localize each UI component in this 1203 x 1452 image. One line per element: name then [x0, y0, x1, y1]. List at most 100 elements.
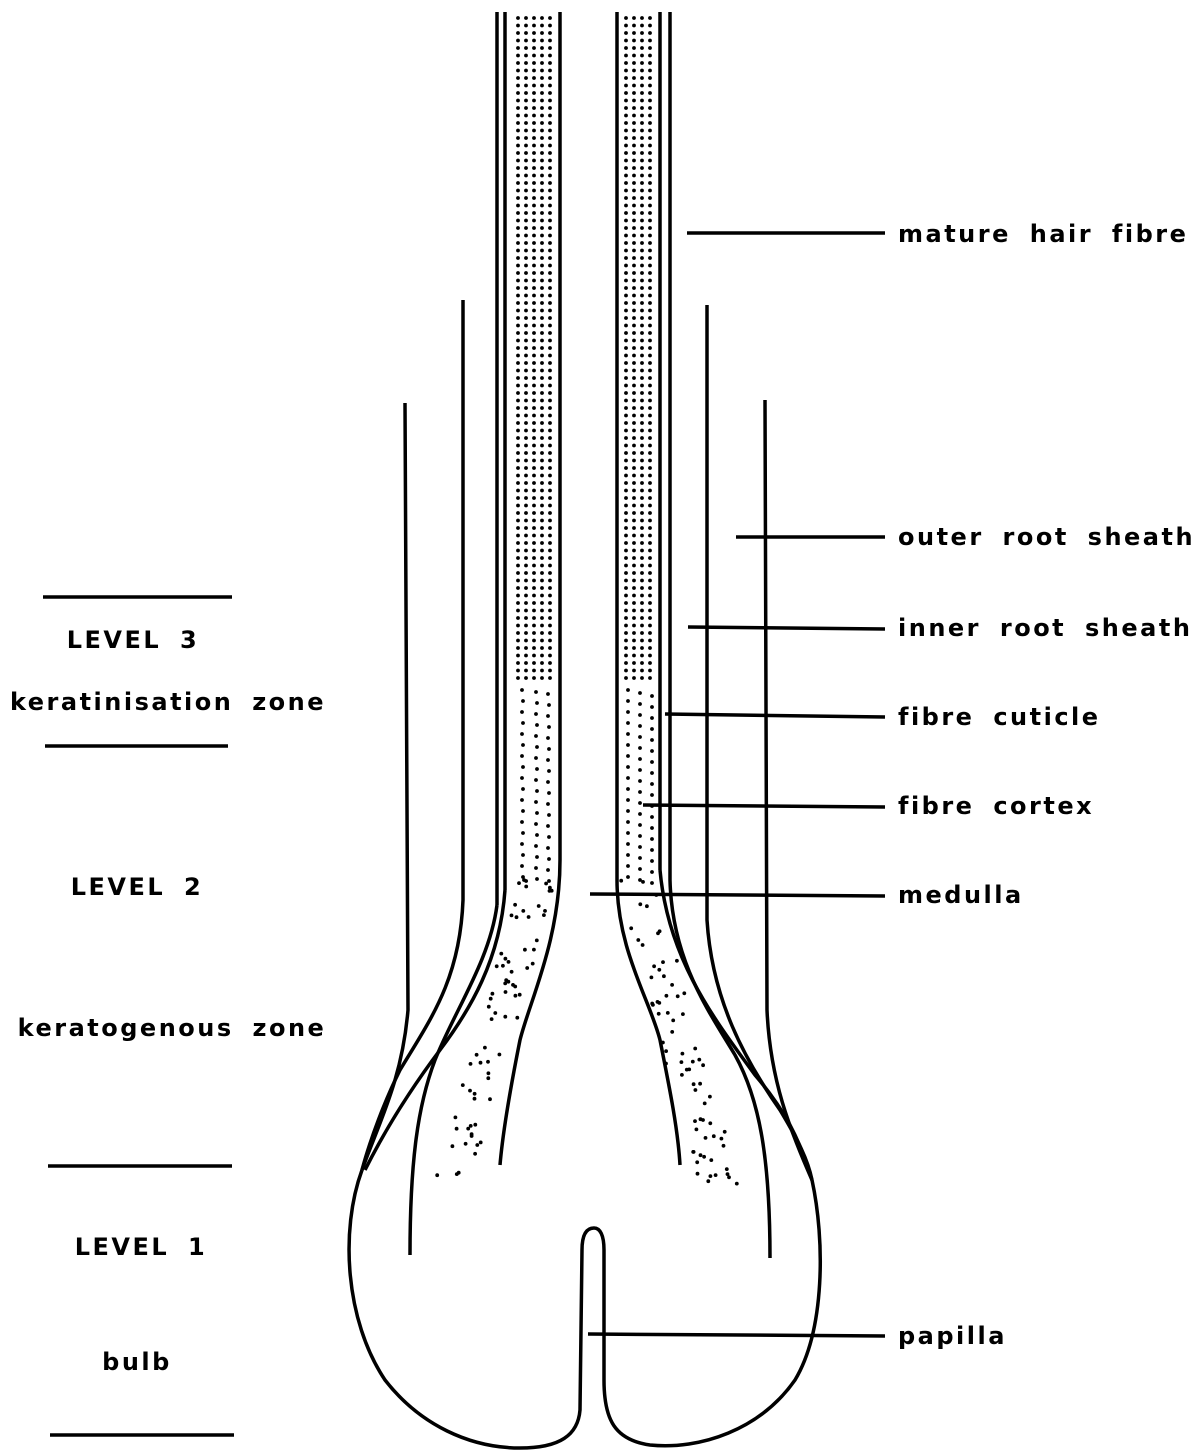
stipple-dot: [626, 776, 630, 780]
stipple-dot: [640, 301, 644, 305]
leader-lines: [588, 233, 885, 1336]
stipple-dot: [516, 511, 520, 515]
stipple-dot: [648, 279, 652, 283]
stipple-dot: [516, 219, 520, 223]
stipple-dot: [532, 646, 536, 650]
stipple-dot: [648, 376, 652, 380]
stipple-dot: [632, 571, 636, 575]
stipple-dot: [547, 747, 551, 751]
stipple-dot: [640, 639, 644, 643]
stipple-dot: [532, 519, 536, 523]
stipple-dot: [524, 24, 528, 28]
stipple-dot: [540, 331, 544, 335]
stipple-dot: [648, 519, 652, 523]
stipple-dot: [547, 835, 551, 839]
stipple-dot: [626, 820, 630, 824]
stipple-dot: [624, 639, 628, 643]
stipple-dot: [648, 226, 652, 230]
stipple-dot: [540, 174, 544, 178]
stipple-dot: [540, 99, 544, 103]
stipple-dot: [516, 31, 520, 35]
stipple-dot: [516, 256, 520, 260]
stipple-dot: [468, 1089, 472, 1093]
stipple-dot: [640, 159, 644, 163]
stipple-dot: [648, 564, 652, 568]
stipple-dot: [524, 586, 528, 590]
stipple-dot: [532, 948, 536, 952]
stipple-dot: [518, 993, 522, 997]
stipple-dot: [540, 234, 544, 238]
stipple-dot: [516, 391, 520, 395]
stipple-dot: [499, 952, 503, 956]
stipple-dot: [624, 189, 628, 193]
stipple-dot: [532, 69, 536, 73]
stipple-dot: [524, 234, 528, 238]
stipple-dot: [548, 376, 552, 380]
stipple-dot: [532, 489, 536, 493]
stipple-dot: [638, 834, 642, 838]
stipple-dot: [516, 601, 520, 605]
stipple-dot: [524, 594, 528, 598]
stipple-dot: [516, 481, 520, 485]
stipple-dot: [624, 399, 628, 403]
stipple-dot: [632, 459, 636, 463]
stipple-dot: [540, 631, 544, 635]
stipple-dot: [638, 790, 642, 794]
stipple-dot: [524, 114, 528, 118]
stipple-dot: [516, 406, 520, 410]
stipple-dot: [640, 211, 644, 215]
fibre-cuticle-leader: [665, 714, 885, 717]
stipple-dot: [626, 765, 630, 769]
stipple-dot: [532, 226, 536, 230]
stipple-dot: [469, 1062, 473, 1066]
stipple-dot: [516, 534, 520, 538]
stipple-dot: [516, 166, 520, 170]
stipple-dot: [648, 369, 652, 373]
stipple-dot: [516, 384, 520, 388]
stipple-dot: [626, 743, 630, 747]
stipple-dot: [516, 46, 520, 50]
stipple-dot: [640, 594, 644, 598]
stipple-dot: [624, 256, 628, 260]
stipple-dot: [516, 414, 520, 418]
stipple-dot: [648, 69, 652, 73]
stipple-dot: [648, 76, 652, 80]
stipple-dot: [524, 556, 528, 560]
stipple-dot: [648, 654, 652, 658]
stipple-dot: [516, 54, 520, 58]
stipple-dot: [624, 16, 628, 20]
stipple-dot: [535, 745, 539, 749]
right-outer-root-sheath: [765, 400, 812, 1180]
stipple-dot: [632, 331, 636, 335]
stipple-dot: [540, 601, 544, 605]
stipple-dot: [548, 489, 552, 493]
stipple-dot: [657, 1012, 661, 1016]
stipple-dot: [624, 631, 628, 635]
stipple-dot: [516, 654, 520, 658]
stipple-dot: [632, 286, 636, 290]
stipple-dot: [548, 601, 552, 605]
stipple-dot: [548, 586, 552, 590]
stipple-dot: [524, 429, 528, 433]
stipple-dot: [548, 429, 552, 433]
stipple-dot: [632, 429, 636, 433]
stipple-dot: [516, 114, 520, 118]
stipple-dot: [720, 1137, 724, 1141]
stipple-dot: [640, 339, 644, 343]
stipple-dot: [524, 421, 528, 425]
stipple-dot: [532, 459, 536, 463]
fibre-cuticle-label: fibre cuticle: [898, 703, 1101, 731]
stipple-dot: [640, 316, 644, 320]
stipple-dot: [648, 669, 652, 673]
stipple-dot: [516, 579, 520, 583]
stipple-dot: [520, 754, 524, 758]
bulb-left-outline: [349, 1170, 594, 1448]
stipple-dot: [632, 39, 636, 43]
stipple-dot: [532, 429, 536, 433]
stipple-dot: [632, 376, 636, 380]
stipple-dot: [632, 136, 636, 140]
stipple-dot: [532, 541, 536, 545]
stipple-dot: [548, 669, 552, 673]
stipple-dot: [540, 361, 544, 365]
stipple-dot: [638, 691, 642, 695]
